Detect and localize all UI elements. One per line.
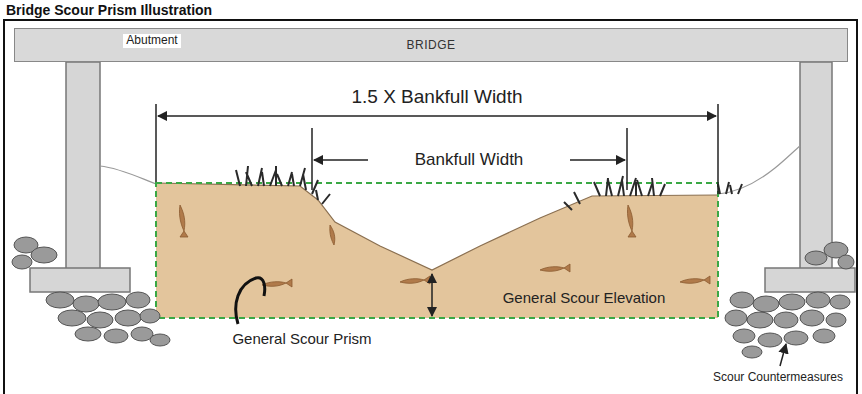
dimension-label: Bankfull Width bbox=[412, 150, 527, 170]
abutment-label: Abutment bbox=[123, 34, 180, 48]
elevation-label: General Scour Elevation bbox=[500, 289, 669, 306]
prism-label: General Scour Prism bbox=[229, 330, 374, 347]
diagram-title: Bridge Scour Prism Illustration bbox=[6, 2, 212, 18]
dimension-label: 1.5 X Bankfull Width bbox=[348, 86, 525, 108]
callout-label: Scour Countermeasures bbox=[710, 371, 846, 385]
node-label: BRIDGE bbox=[406, 38, 455, 52]
